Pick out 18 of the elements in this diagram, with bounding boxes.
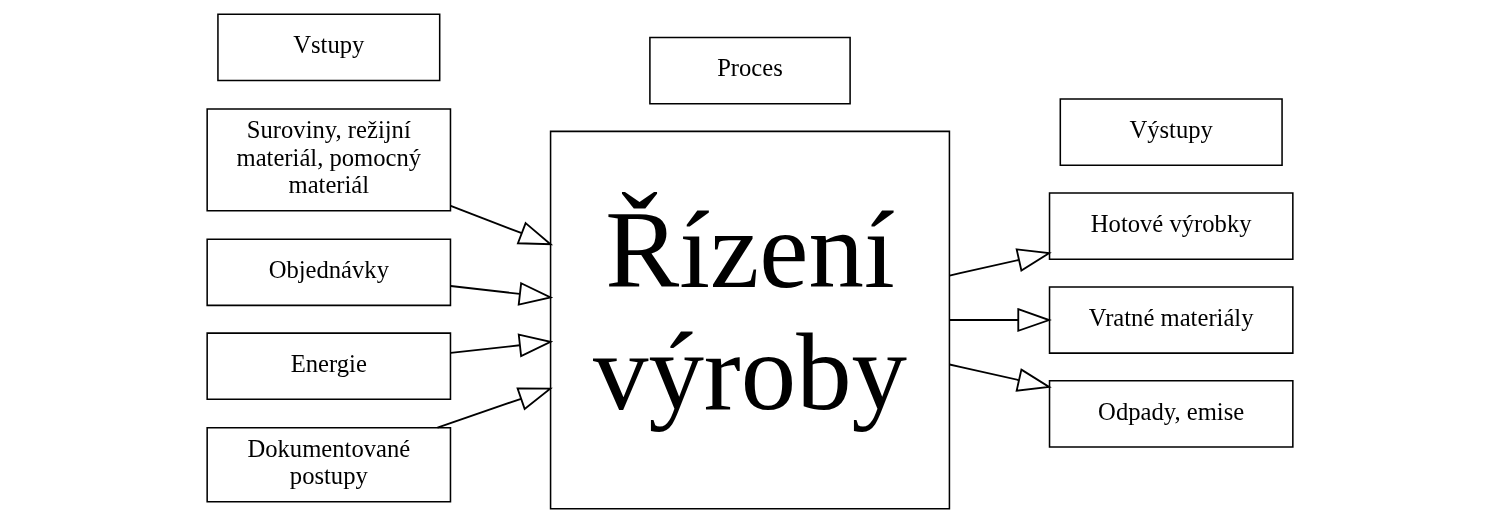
node-box: Odpady, emise bbox=[1048, 380, 1294, 448]
arrow bbox=[948, 363, 1052, 392]
node-box: Hotové výrobky bbox=[1048, 192, 1294, 260]
node-box: Řízení výroby bbox=[549, 130, 950, 510]
arrow bbox=[948, 307, 1052, 333]
node-box: Výstupy bbox=[1059, 98, 1283, 166]
node-box: Vstupy bbox=[216, 13, 440, 82]
arrow bbox=[449, 333, 553, 358]
arrow bbox=[449, 281, 553, 306]
arrow bbox=[449, 205, 553, 246]
node-box: Vratné materiály bbox=[1048, 286, 1294, 354]
node-box: Dokumentované postupy bbox=[205, 427, 451, 503]
node-box: Proces bbox=[648, 36, 851, 105]
node-box: Suroviny, režijní materiál, pomocný materiál bbox=[205, 108, 451, 212]
node-box: Energie bbox=[205, 332, 451, 401]
node-box: Objednávky bbox=[205, 238, 451, 307]
arrow bbox=[948, 248, 1052, 277]
arrow bbox=[436, 387, 553, 429]
